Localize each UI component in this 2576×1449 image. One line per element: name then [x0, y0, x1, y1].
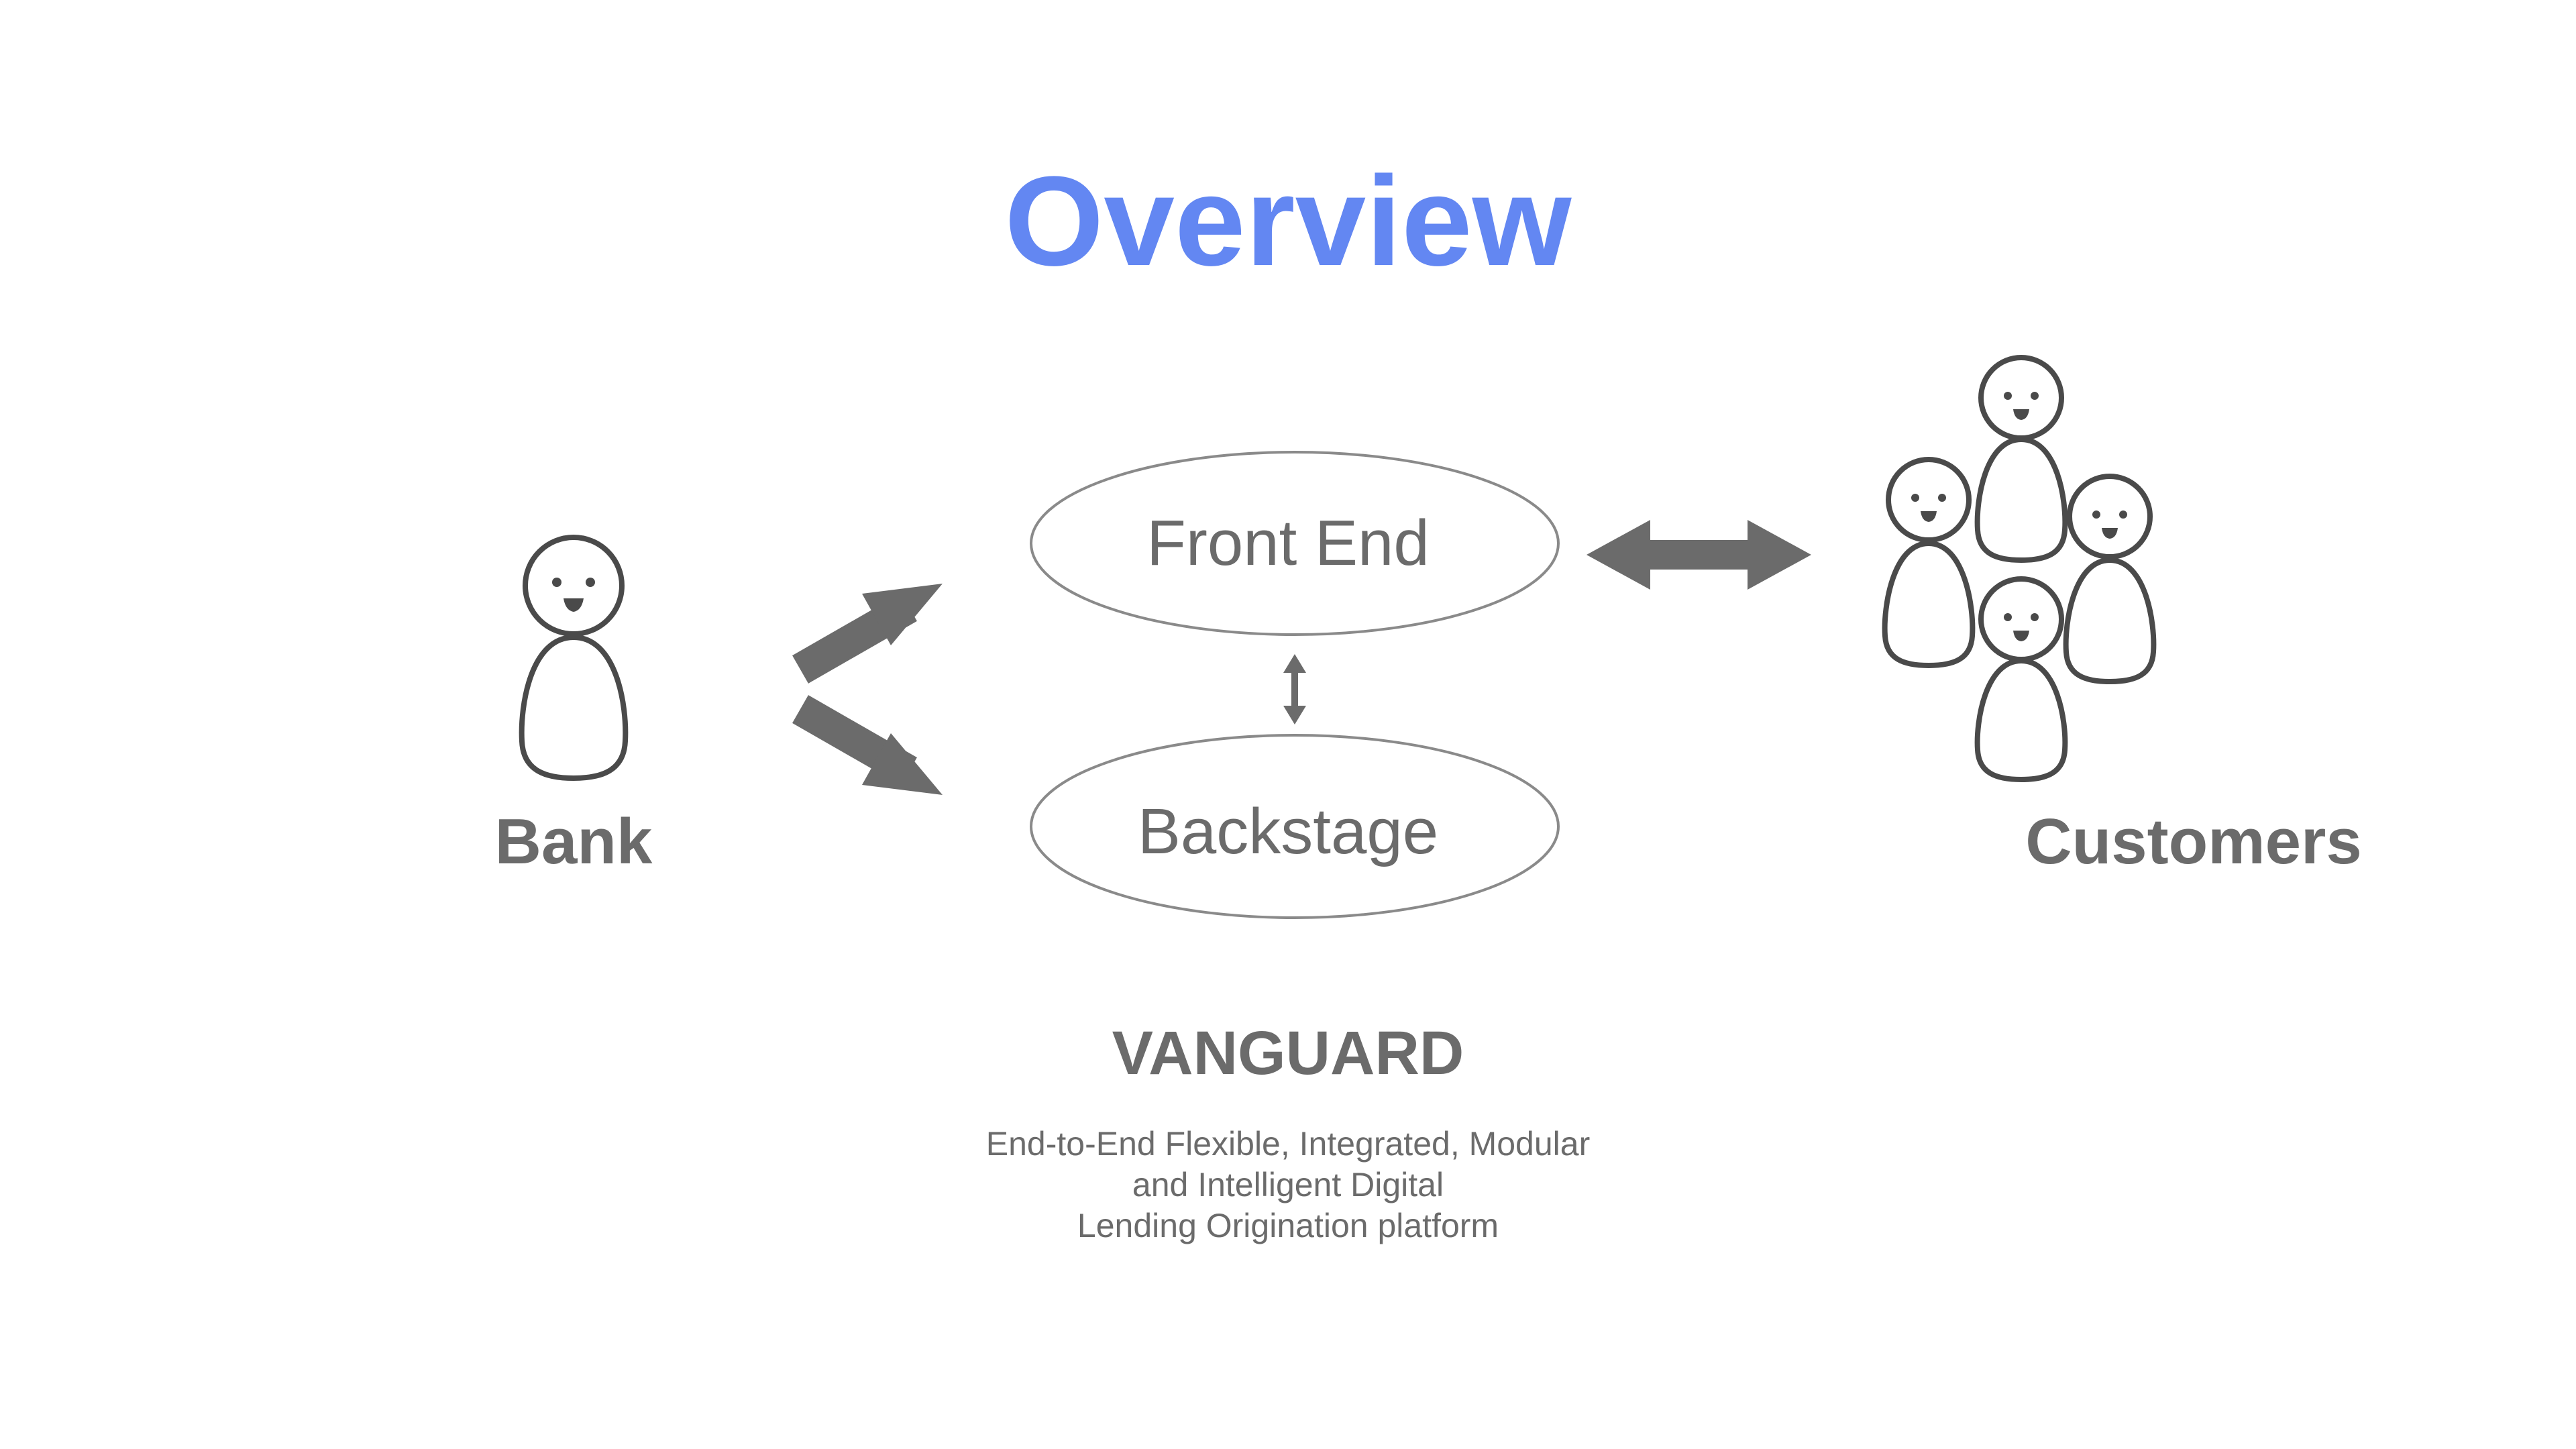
horizontal-double-arrow-icon	[1587, 520, 1811, 590]
customer-person-icon	[1882, 457, 1976, 669]
bank-person-icon	[519, 535, 629, 782]
description-line: Lending Origination platform	[1077, 1207, 1499, 1244]
customer-person-icon	[1974, 576, 2068, 783]
customers-group-icon	[1882, 355, 2157, 783]
platform-description: End-to-End Flexible, Integrated, Modular…	[839, 1124, 1737, 1246]
backstage-oval	[1030, 734, 1560, 919]
customer-person-icon	[1974, 355, 2068, 564]
description-line: End-to-End Flexible, Integrated, Modular	[985, 1125, 1591, 1163]
split-arrow-icon	[792, 584, 943, 795]
front-end-label: Front End	[1146, 507, 1430, 579]
page-title: Overview	[1004, 150, 1572, 292]
bank-label: Bank	[494, 806, 653, 877]
front-end-oval	[1030, 451, 1560, 636]
backstage-label: Backstage	[1137, 796, 1439, 867]
customers-label: Customers	[2025, 806, 2362, 877]
customer-person-icon	[2063, 474, 2157, 685]
description-line: and Intelligent Digital	[1132, 1166, 1444, 1203]
vertical-double-arrow-icon	[1283, 654, 1306, 724]
platform-name: VANGUARD	[1112, 1019, 1464, 1087]
